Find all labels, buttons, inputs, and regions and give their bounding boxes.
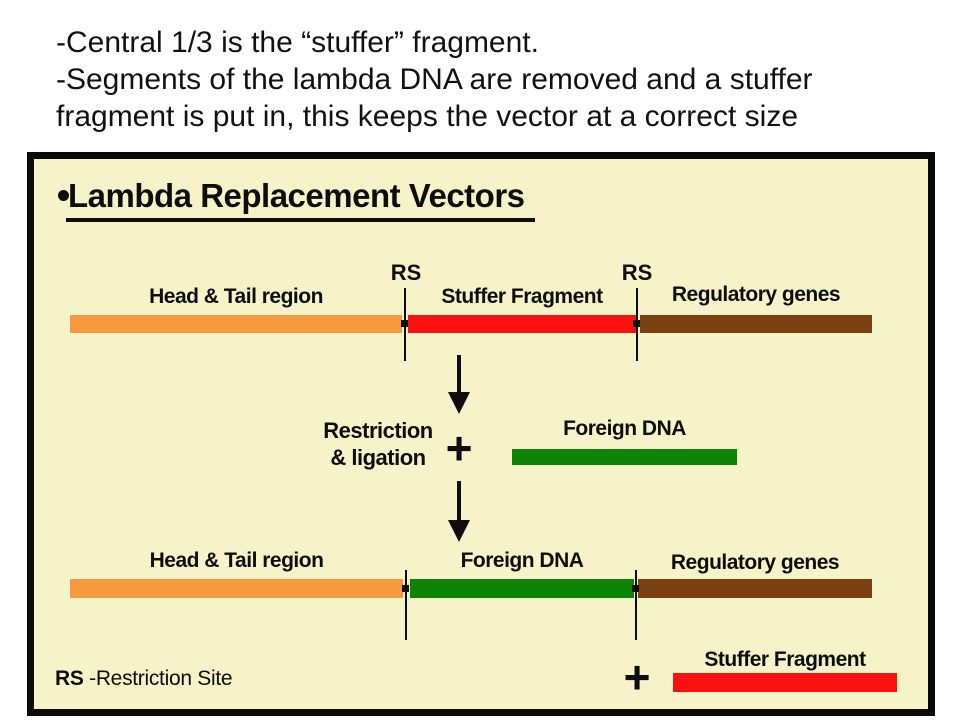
segment-bar-regulatory-top	[640, 315, 872, 333]
junction-dot	[632, 585, 639, 592]
foreign-dna-bar-insert	[512, 449, 737, 465]
junction-dot	[633, 320, 640, 327]
restriction-site-tick	[635, 570, 637, 640]
process-step-line1: Restriction	[323, 418, 433, 443]
segment-label-regulatory-top: Regulatory genes	[671, 283, 841, 306]
slide-text-block: -Central 1/3 is the “stuffer” fragment. …	[56, 24, 936, 135]
segment-bar-foreign-dna-bottom	[410, 579, 634, 598]
process-step-line2: & ligation	[330, 445, 426, 470]
junction-dot	[402, 585, 409, 592]
segment-label-stuffer-top: Stuffer Fragment	[441, 285, 603, 308]
plus-sign: +	[623, 651, 651, 703]
plus-sign: +	[445, 422, 473, 474]
down-arrow-icon	[448, 481, 470, 542]
rs-label-right: RS	[621, 260, 653, 285]
segment-label-head-tail-top: Head & Tail region	[149, 285, 323, 308]
stuffer-fragment-bar-byproduct	[673, 673, 897, 692]
segment-bar-regulatory-bottom	[638, 579, 872, 598]
bullet-icon	[58, 190, 69, 201]
diagram-title: Lambda Replacement Vectors	[66, 177, 535, 222]
segment-bar-head-tail-bottom	[70, 579, 403, 598]
junction-dot	[401, 320, 408, 327]
lambda-vector-diagram: Lambda Replacement Vectors Head & Tail r…	[27, 152, 935, 716]
slide-text-line: -Central 1/3 is the “stuffer” fragment.	[56, 26, 539, 59]
legend: RS -Restriction Site	[55, 667, 233, 691]
segment-label-foreign-dna-bottom: Foreign DNA	[460, 549, 584, 572]
slide-text-line: -Segments of the lambda DNA are removed …	[56, 63, 813, 96]
down-arrow-icon	[448, 355, 470, 414]
segment-label-regulatory-bottom: Regulatory genes	[670, 551, 840, 574]
segment-bar-stuffer-top	[408, 315, 636, 333]
segment-bar-head-tail-top	[70, 315, 402, 333]
rs-label-left: RS	[390, 260, 422, 285]
stuffer-fragment-label-byproduct: Stuffer Fragment	[704, 648, 866, 671]
slide-text-line: fragment is put in, this keeps the vecto…	[56, 100, 799, 133]
legend-definition: -Restriction Site	[89, 667, 233, 690]
process-step-label: Restriction & ligation	[288, 417, 468, 471]
restriction-site-tick	[405, 570, 407, 640]
legend-abbr: RS	[55, 667, 84, 690]
foreign-dna-label-insert: Foreign DNA	[563, 417, 686, 440]
segment-label-head-tail-bottom: Head & Tail region	[149, 549, 324, 572]
